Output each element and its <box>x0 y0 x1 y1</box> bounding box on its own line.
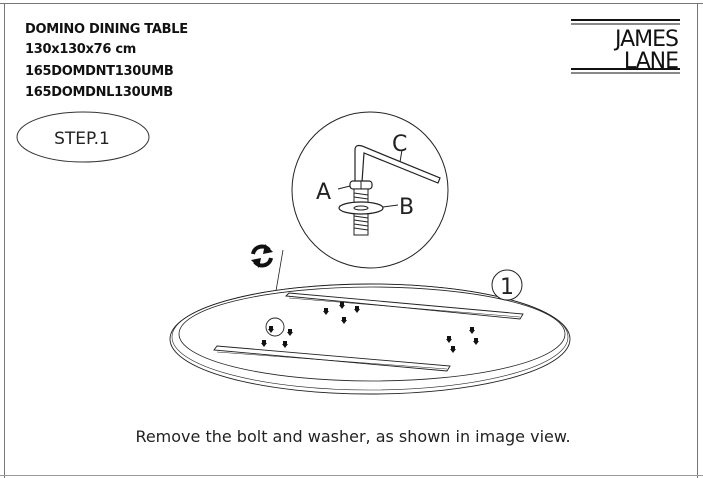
step-label: STEP.1 <box>54 129 110 149</box>
logo-line-1: JAMES <box>613 27 678 52</box>
product-dimensions: 130x130x76 cm <box>25 42 136 57</box>
product-name: DOMINO DINING TABLE <box>25 22 188 37</box>
part-number-badge <box>491 269 523 301</box>
detail-marker-circle <box>265 317 285 337</box>
label-a: A <box>316 180 331 205</box>
step-badge <box>16 111 150 163</box>
brand-logo: JAMES LANE <box>571 19 680 74</box>
instruction-text: Remove the bolt and washer, as shown in … <box>135 427 570 446</box>
label-c: C <box>392 132 407 157</box>
rotate-arrows-icon <box>251 244 273 268</box>
table-top <box>169 283 571 395</box>
part-number: 1 <box>500 275 514 300</box>
allen-key-icon <box>354 144 441 184</box>
detail-callout: A B C <box>291 111 449 269</box>
product-code-1: 165DOMDNT130UMB <box>25 64 174 79</box>
product-code-2: 165DOMDNL130UMB <box>25 85 173 100</box>
logo-line-2: LANE <box>624 49 678 74</box>
label-b: B <box>399 195 414 220</box>
bolt-markers <box>261 302 479 353</box>
